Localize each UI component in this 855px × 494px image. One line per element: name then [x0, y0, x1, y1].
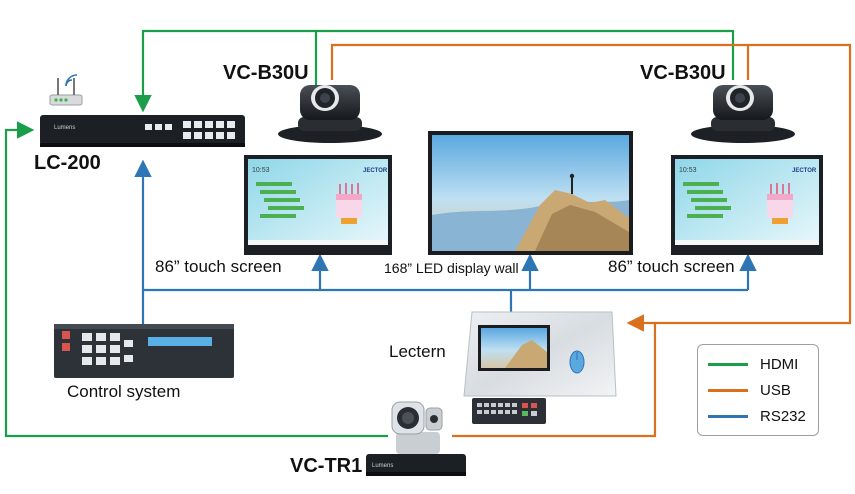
hdmi-cable-camera-left [134, 29, 318, 113]
legend-row-hdmi: HDMI [708, 353, 798, 375]
camera-right-label: VC-B30U [640, 62, 726, 84]
hdmi-cable-tracker [4, 121, 388, 438]
legend-label-rs232: RS232 [760, 407, 806, 425]
lc200-device: Lumens [40, 115, 245, 147]
camera-left [278, 85, 382, 143]
lectern-keyboard [472, 398, 546, 424]
legend-row-usb: USB [708, 379, 791, 401]
lectern-desk [463, 311, 617, 397]
legend: HDMI USB RS232 [697, 344, 819, 436]
control-system-panel [54, 324, 234, 378]
wall-label: 168” LED display wall [384, 260, 519, 276]
hdmi-cable-camera-right [316, 29, 735, 80]
legend-row-rs232: RS232 [708, 405, 806, 427]
touch-right-time: 10:53 [679, 167, 697, 174]
legend-label-usb: USB [760, 381, 791, 399]
usb-cable-tracker [452, 323, 657, 438]
touch-right-screen-brand: JECTOR [792, 168, 817, 174]
legend-swatch-rs232 [708, 414, 748, 418]
vc-tr1-brand: Lumens [372, 463, 393, 469]
lc200-brand: Lumens [54, 125, 75, 131]
touch-left-time: 10:53 [252, 167, 270, 174]
vc-tr1-camera: Lumens [366, 401, 466, 476]
led-display-wall [428, 131, 633, 255]
legend-swatch-usb [708, 388, 748, 392]
router-icon [49, 74, 83, 106]
touch-left-label: 86” touch screen [155, 257, 282, 276]
touch-screen-left: 10:53 JECTOR [244, 155, 392, 255]
control-system-label: Control system [67, 382, 181, 401]
lectern-label: Lectern [389, 342, 446, 361]
legend-swatch-hdmi [708, 362, 748, 366]
camera-right [691, 85, 795, 143]
lc200-label: LC-200 [34, 152, 101, 174]
touch-screen-right: 10:53 JECTOR [671, 155, 823, 255]
touch-left-screen-brand: JECTOR [363, 168, 388, 174]
legend-label-hdmi: HDMI [760, 355, 799, 373]
vc-tr1-label: VC-TR1 [290, 455, 363, 477]
touch-right-label: 86” touch screen [608, 257, 735, 276]
camera-left-label: VC-B30U [223, 62, 309, 84]
usb-cable-camera-left [330, 43, 852, 332]
